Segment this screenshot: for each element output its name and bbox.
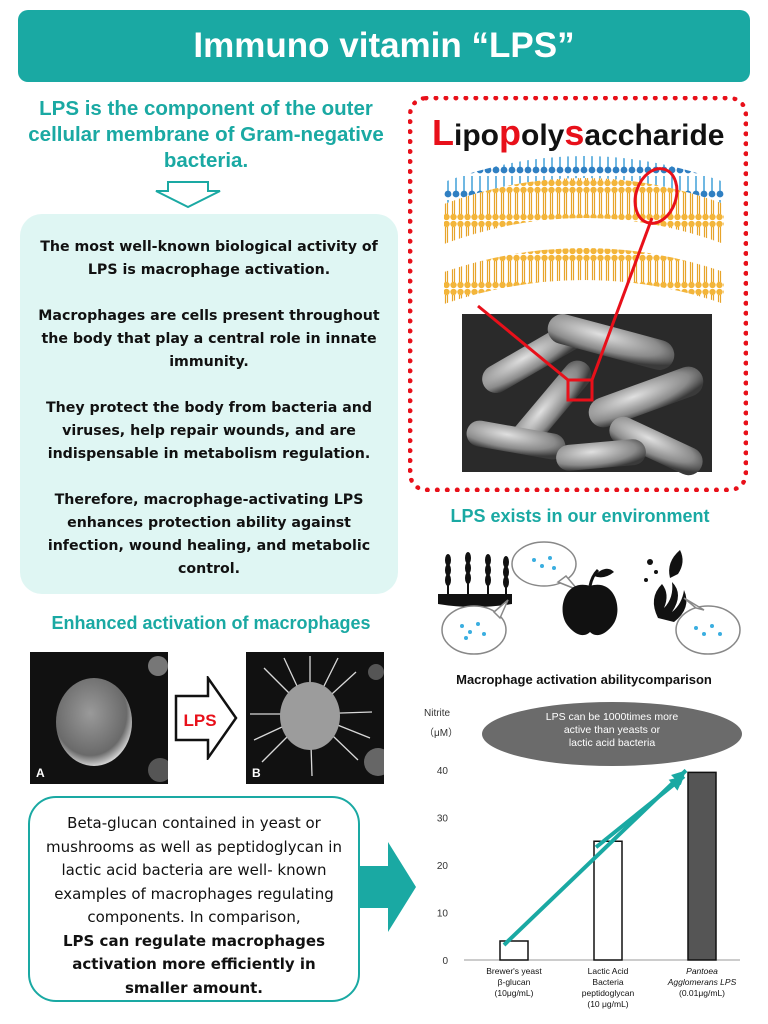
intro-text: LPS is the component of the outer cellul…: [28, 97, 384, 172]
environment-illustration: [438, 541, 741, 655]
bio-paragraph: Macrophages are cells present throughout…: [38, 308, 380, 370]
x-tick-label: Lactic Acid: [588, 966, 629, 976]
x-tick-label: β-glucan: [498, 977, 531, 987]
bio-paragraph: They protect the body from bacteria and …: [45, 400, 373, 462]
right-arrow-icon: [360, 842, 416, 932]
callout-text: active than yeasts or: [564, 724, 661, 736]
bar-2: [593, 840, 623, 961]
enhanced-activation-title: Enhanced activation of macrophages: [51, 613, 371, 633]
callout-text: lactic acid bacteria: [569, 737, 656, 749]
y-tick-label: 20: [437, 861, 449, 872]
x-tick-label: Brewer's yeast: [486, 966, 542, 976]
down-arrow-icon: [155, 181, 221, 209]
y-tick-label: 30: [437, 814, 449, 825]
x-tick-label: Pantoea: [686, 966, 718, 976]
y-tick-label: 10: [437, 909, 449, 920]
comparison-emphasis: LPS can regulate macrophages activation …: [62, 931, 326, 997]
arrow-lps-label: LPS: [183, 711, 216, 730]
bacteria-bubble-icon: [511, 541, 579, 591]
activation-arrow-icon: LPS: [174, 676, 238, 760]
image-label-a: A: [36, 766, 45, 780]
resting-macrophage-image: A: [30, 652, 172, 784]
environment-title: LPS exists in our environment: [450, 506, 710, 526]
activated-macrophage-image: B: [246, 652, 392, 784]
x-tick-label: (0.01μg/mL): [679, 988, 725, 998]
title-banner: Immuno vitamin “LPS”: [18, 10, 750, 82]
bio-activity-box: The most well-known biological activity …: [20, 214, 398, 594]
y-tick-label: 40: [437, 766, 449, 777]
bacteria-bubble-icon: [441, 599, 509, 655]
x-tick-label: (10μg/mL): [495, 988, 534, 998]
comparison-box: Beta-glucan contained in yeast or mushro…: [28, 796, 360, 1002]
chart-title: Macrophage activation abilitycomparison: [456, 672, 712, 687]
bar-1: [499, 940, 529, 961]
y-tick-label: 0: [442, 956, 448, 967]
highlight-circle: [633, 167, 679, 225]
y-axis-label-unit: （μM）: [424, 727, 458, 739]
bio-paragraph: The most well-known biological activity …: [40, 239, 378, 278]
x-tick-label: (10 μg/mL): [587, 999, 628, 1009]
membrane-illustration: [444, 156, 724, 476]
bar-3: [687, 771, 717, 961]
wheat-icon: [438, 552, 512, 607]
callout-bubble: [482, 702, 742, 766]
comparison-text: Beta-glucan contained in yeast or mushro…: [46, 814, 342, 926]
bio-paragraph: Therefore, macrophage-activating LPS enh…: [47, 492, 371, 577]
trend-arrow-short-head: [668, 776, 684, 791]
x-tick-label: Bacteria: [592, 977, 623, 987]
x-tick-label: peptidoglycan: [582, 988, 635, 998]
x-tick-label: Agglomerans LPS: [667, 977, 737, 987]
image-label-b: B: [252, 766, 261, 780]
apple-icon: [562, 568, 618, 636]
y-axis-label: Nitrite: [424, 708, 451, 719]
callout-text: LPS can be 1000times more: [546, 711, 679, 723]
macrophage-chart: Macrophage activation abilitycomparisonN…: [424, 672, 742, 1009]
trend-arrow-short: [594, 774, 686, 849]
seaweed-icon: [644, 550, 687, 622]
lps-structure-box: [408, 96, 748, 492]
page-title: Immuno vitamin “LPS”: [193, 26, 575, 65]
bacteria-bubble-icon: [675, 597, 741, 655]
lipopolysaccharide-heading: Lipopolysaccharide: [432, 112, 725, 153]
